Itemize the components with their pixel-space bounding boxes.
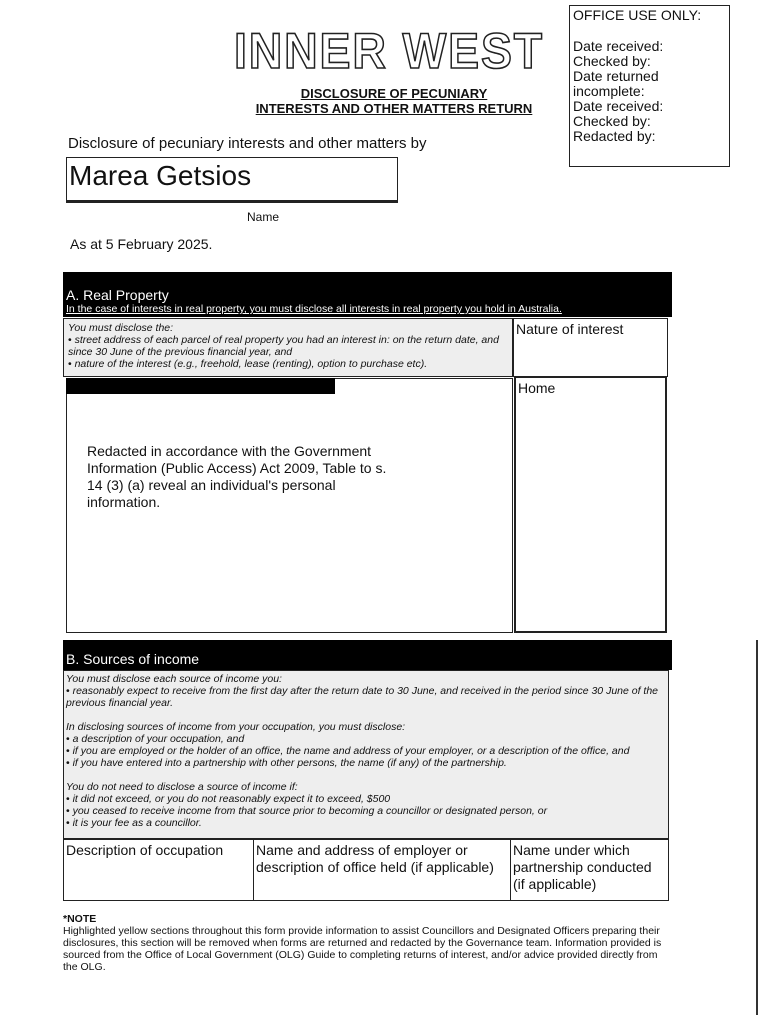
note-heading: *NOTE	[63, 913, 97, 925]
office-use-box: OFFICE USE ONLY: Date received: Checked …	[569, 5, 730, 167]
name-field[interactable]: Marea Getsios	[66, 157, 398, 203]
office-field: Redacted by:	[573, 128, 656, 144]
instruction-item: a description of your occupation, and	[66, 733, 666, 745]
instruction-item: it did not exceed, or you do not reasona…	[66, 793, 666, 805]
instruction-intro: You must disclose each source of income …	[66, 673, 282, 685]
section-a-heading: A. Real Property	[66, 287, 169, 303]
disclosure-by-label: Disclosure of pecuniary interests and ot…	[68, 135, 427, 152]
section-a-subheading: In the case of interests in real propert…	[66, 303, 562, 315]
column-header-employer: Name and address of employer or descript…	[253, 839, 511, 901]
office-field: Date received:	[573, 98, 664, 114]
instruction-item: street address of each parcel of real pr…	[68, 334, 508, 358]
instruction-item: if you have entered into a partnership w…	[66, 757, 666, 769]
section-a-instructions: You must disclose the: street address of…	[63, 318, 513, 377]
office-field: Checked by:	[573, 53, 651, 69]
redaction-block	[66, 378, 335, 394]
instruction-item: it is your fee as a councillor.	[66, 817, 666, 829]
name-label: Name	[247, 210, 280, 224]
column-header-partnership: Name under which partnership conducted (…	[510, 839, 669, 901]
office-field: Date received:	[573, 38, 664, 54]
property-address-cell: Redacted in accordance with the Governme…	[66, 378, 513, 633]
nature-of-interest-value: Home	[514, 376, 667, 633]
form-title-line1: DISCLOSURE OF PECUNIARY	[300, 86, 488, 101]
section-a-header: A. Real Property In the case of interest…	[63, 272, 672, 317]
note-section: *NOTE Highlighted yellow sections throug…	[63, 913, 671, 973]
instruction-item: if you are employed or the holder of an …	[66, 745, 666, 757]
instruction-item: nature of the interest (e.g., freehold, …	[68, 358, 508, 370]
office-use-heading: OFFICE USE ONLY:	[573, 7, 702, 23]
inner-west-logo: INNER WEST	[232, 22, 547, 80]
instruction-intro: You must disclose the:	[68, 322, 174, 334]
form-title-line2: INTERESTS AND OTHER MATTERS RETURN	[255, 101, 533, 116]
scan-edge-line	[756, 640, 758, 1015]
instruction-intro: In disclosing sources of income from you…	[66, 721, 406, 733]
redaction-note: Redacted in accordance with the Governme…	[87, 443, 387, 510]
nature-of-interest-header: Nature of interest	[513, 318, 668, 377]
column-header-occupation: Description of occupation	[63, 839, 254, 901]
instruction-intro: You do not need to disclose a source of …	[66, 781, 298, 793]
office-field: incomplete:	[573, 83, 645, 99]
section-b-header: B. Sources of income	[63, 640, 672, 670]
section-b-heading: B. Sources of income	[66, 651, 200, 667]
instruction-item: you ceased to receive income from that s…	[66, 805, 666, 817]
section-b-instructions: You must disclose each source of income …	[63, 670, 669, 839]
note-text: Highlighted yellow sections throughout t…	[63, 925, 662, 973]
instruction-item: reasonably expect to receive from the fi…	[66, 685, 666, 709]
svg-text:INNER WEST: INNER WEST	[234, 24, 544, 74]
office-field: Date returned	[573, 68, 659, 84]
office-field: Checked by:	[573, 113, 651, 129]
as-at-date: As at 5 February 2025.	[70, 236, 213, 252]
